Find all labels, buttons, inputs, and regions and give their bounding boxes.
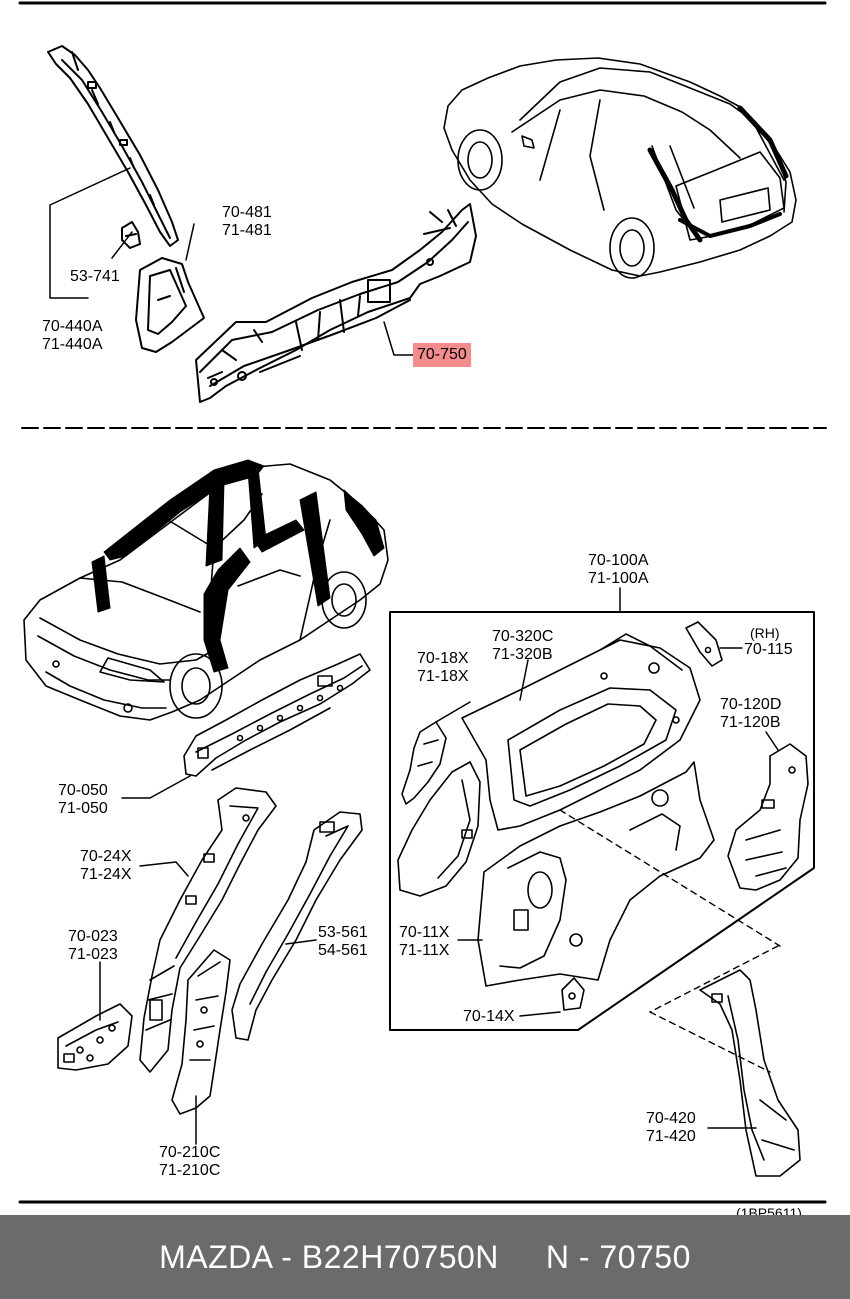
- label-70-440a: 70-440A: [42, 318, 103, 335]
- label-71-24x: 71-24X: [80, 866, 132, 883]
- pillar-70-440a-part: [47, 45, 179, 247]
- highlighted-pillars: [91, 459, 385, 673]
- clip-53-741-part: [121, 221, 141, 249]
- pillar-70-481-part: [135, 257, 205, 353]
- leader-lines-top: [49, 167, 417, 356]
- label-70-210c: 70-210C: [159, 1144, 221, 1161]
- bracket-70-14x-part: [561, 977, 585, 1011]
- label-54-561: 54-561: [318, 942, 368, 959]
- pillar-70-24x-part: [139, 787, 277, 1073]
- part-number-caption: MAZDA - B22H70750N N - 70750: [159, 1238, 691, 1275]
- label-rh: (RH): [750, 625, 780, 641]
- label-71-050: 71-050: [58, 800, 108, 817]
- label-70-750-highlighted: 70-750: [413, 343, 471, 367]
- car-rear-view-illustration: [443, 57, 797, 279]
- assembly-box: [389, 611, 815, 1031]
- label-53-561: 53-561: [318, 924, 368, 941]
- label-53-741: 53-741: [70, 268, 120, 285]
- label-70-11x: 70-11X: [399, 924, 450, 941]
- label-71-481: 71-481: [222, 222, 272, 239]
- label-71-11x: 71-11X: [399, 942, 450, 959]
- rail-70-050-part: [183, 653, 371, 777]
- panel-70-120d-part: [727, 743, 809, 891]
- label-70-100a: 70-100A: [588, 552, 649, 569]
- label-71-210c: 71-210C: [159, 1162, 221, 1179]
- label-71-023: 71-023: [68, 946, 118, 963]
- label-71-18x: 71-18X: [417, 668, 469, 685]
- label-71-120b: 71-120B: [720, 714, 781, 731]
- bracket-70-023-part: [57, 1003, 133, 1071]
- label-70-481: 70-481: [222, 204, 272, 221]
- label-70-18x: 70-18X: [417, 650, 469, 667]
- dashed-connectors: [559, 809, 781, 1073]
- label-70-420: 70-420: [646, 1110, 696, 1127]
- pillar-70-420-part: [699, 969, 801, 1177]
- pillar-70-210c-part: [171, 949, 231, 1115]
- label-70-320c: 70-320C: [492, 628, 554, 645]
- label-71-320b: 71-320B: [492, 646, 553, 663]
- pillar-trim-53-561-part: [231, 811, 363, 1041]
- label-71-100a: 71-100A: [588, 570, 649, 587]
- label-70-115: 70-115: [744, 641, 793, 658]
- label-71-440a: 71-440A: [42, 336, 103, 353]
- bracket-70-115-part: [685, 621, 723, 667]
- quarter-frame-70-320c-part: [461, 633, 701, 831]
- pillar-70-18x-part: [401, 721, 447, 805]
- rear-panel-70-750-part: [195, 203, 477, 403]
- inner-arch-part: [397, 761, 481, 897]
- parts-diagram: [18, 1, 827, 1204]
- label-70-14x: 70-14X: [463, 1008, 515, 1025]
- label-71-420: 71-420: [646, 1128, 696, 1145]
- label-70-120d: 70-120D: [720, 696, 782, 713]
- leader-lines-bottom: [99, 587, 779, 1145]
- label-70-050: 70-050: [58, 782, 108, 799]
- label-70-24x: 70-24X: [80, 848, 132, 865]
- caption-bar: MAZDA - B22H70750N N - 70750: [0, 1215, 850, 1299]
- panel-70-11x-part: [477, 761, 715, 987]
- label-70-023: 70-023: [68, 928, 118, 945]
